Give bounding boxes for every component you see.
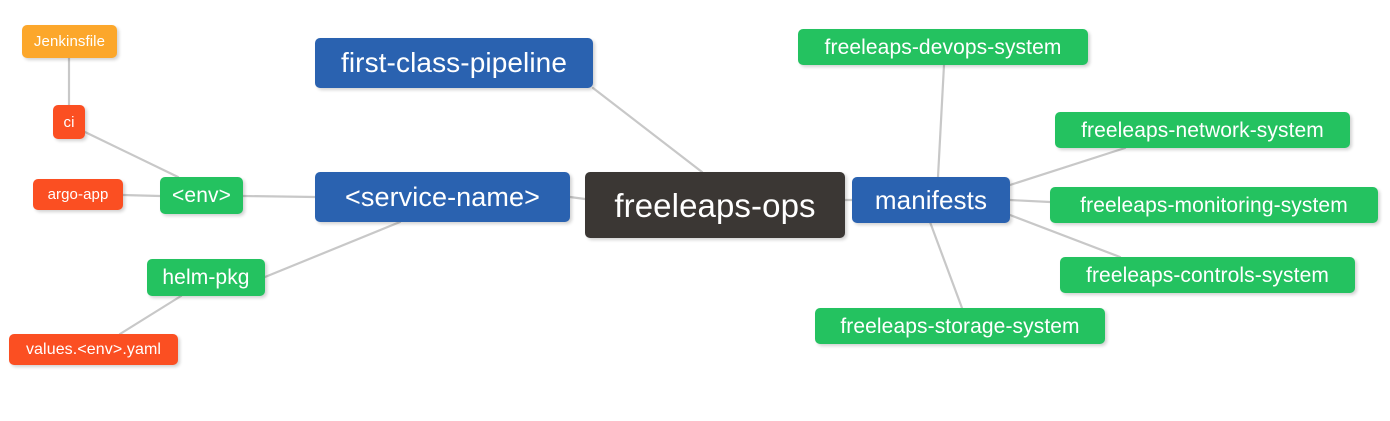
edge-manifests-network — [1008, 146, 1127, 187]
edge-manifests-storage — [928, 220, 964, 310]
edge-helm-service — [263, 220, 402, 279]
node-freeleaps-storage-system[interactable]: freeleaps-storage-system — [815, 308, 1105, 344]
edge-pipeline-ops — [591, 86, 704, 174]
node-freeleaps-ops[interactable]: freeleaps-ops — [585, 172, 845, 238]
node-freeleaps-controls-system[interactable]: freeleaps-controls-system — [1060, 257, 1355, 293]
node-label-service-name: <service-name> — [345, 181, 540, 212]
node-first-class-pipeline[interactable]: first-class-pipeline — [315, 38, 593, 88]
edge-manifests-controls — [1008, 213, 1122, 259]
node-label-values-env-yaml: values.<env>.yaml — [25, 340, 162, 358]
node-label-freeleaps-devops-system: freeleaps-devops-system — [824, 35, 1062, 59]
node-label-freeleaps-ops: freeleaps-ops — [614, 186, 816, 224]
node-ci[interactable]: ci — [53, 105, 85, 139]
node-freeleaps-network-system[interactable]: freeleaps-network-system — [1055, 112, 1350, 148]
node-label-helm-pkg: helm-pkg — [162, 266, 250, 289]
node-env[interactable]: <env> — [160, 177, 243, 214]
node-label-freeleaps-network-system: freeleaps-network-system — [1081, 118, 1324, 142]
edge-values-helm — [118, 294, 183, 336]
node-freeleaps-devops-system[interactable]: freeleaps-devops-system — [798, 29, 1088, 65]
edge-manifests-devops — [936, 63, 946, 179]
edge-service-ops — [568, 195, 587, 201]
node-freeleaps-monitoring-system[interactable]: freeleaps-monitoring-system — [1050, 187, 1378, 223]
node-values-env-yaml[interactable]: values.<env>.yaml — [9, 334, 178, 365]
node-label-freeleaps-controls-system: freeleaps-controls-system — [1086, 263, 1329, 287]
node-label-env: <env> — [172, 184, 231, 207]
node-jenkinsfile[interactable]: Jenkinsfile — [22, 25, 117, 58]
edge-manifests-monitoring — [1008, 198, 1052, 204]
node-label-manifests: manifests — [874, 185, 988, 215]
node-label-ci: ci — [63, 113, 75, 131]
edge-env-service — [241, 194, 317, 199]
node-service-name[interactable]: <service-name> — [315, 172, 570, 222]
edge-layer — [67, 56, 1127, 336]
node-helm-pkg[interactable]: helm-pkg — [147, 259, 265, 296]
node-label-freeleaps-storage-system: freeleaps-storage-system — [840, 314, 1080, 338]
node-label-jenkinsfile: Jenkinsfile — [33, 33, 106, 50]
node-argo-app[interactable]: argo-app — [33, 179, 123, 210]
node-label-freeleaps-monitoring-system: freeleaps-monitoring-system — [1080, 193, 1348, 217]
node-manifests[interactable]: manifests — [852, 177, 1010, 223]
edge-argo-env — [121, 193, 162, 198]
node-label-argo-app: argo-app — [47, 186, 109, 203]
edge-ci-env — [83, 130, 180, 179]
node-label-first-class-pipeline: first-class-pipeline — [340, 47, 568, 78]
